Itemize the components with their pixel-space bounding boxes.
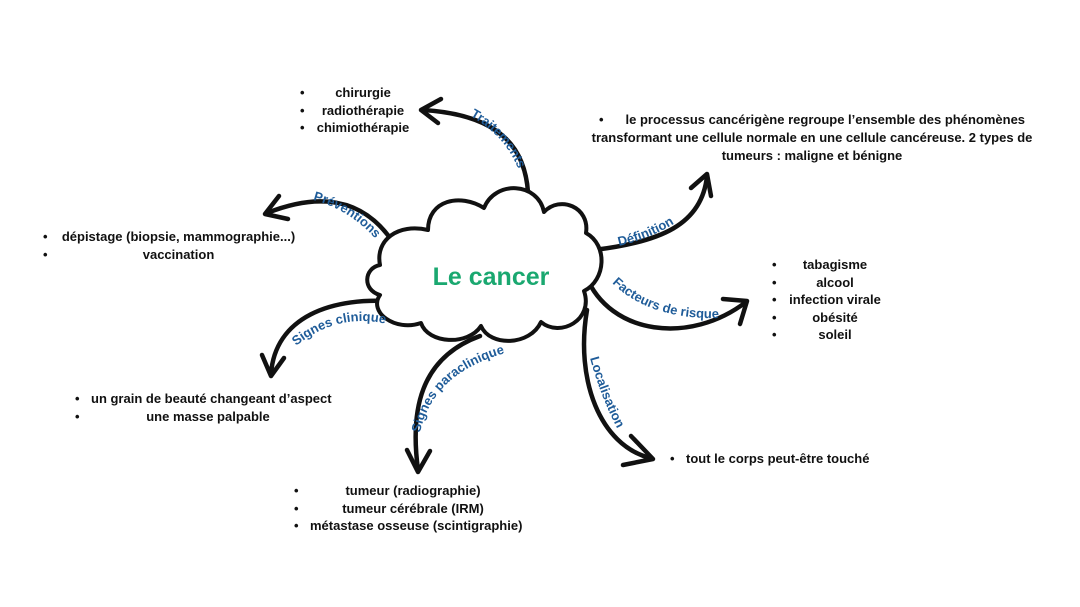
arrow-signes-paracliniques	[413, 333, 483, 473]
arrow-definition	[591, 173, 710, 253]
central-cloud	[365, 186, 604, 343]
arrow-facteurs	[583, 273, 749, 331]
arrow-localisation	[581, 307, 653, 461]
branch-label-preventions: Préventions	[312, 188, 384, 240]
arrowhead-signes-cliniques	[259, 352, 287, 379]
arrowhead-preventions	[262, 193, 291, 222]
branch-label-localisation: Localisation	[587, 355, 628, 430]
list-item: dépistage (biopsie, mammographie...)	[43, 228, 298, 246]
list-item: tabagisme	[772, 256, 882, 274]
definition-text-block: •le processus cancérigène regroupe l’ens…	[584, 111, 1040, 165]
list-item: un grain de beauté changeant d’aspect	[75, 390, 332, 408]
list-item: soleil	[772, 326, 882, 344]
traitements-list: chirurgie radiothérapie chimiothérapie	[300, 84, 410, 137]
arrowhead-traitements	[418, 96, 444, 126]
definition-text: le processus cancérigène regroupe l’ense…	[591, 112, 1033, 163]
list-item: vaccination	[43, 246, 298, 264]
list-item: radiothérapie	[300, 102, 410, 120]
list-item: alcool	[772, 274, 882, 292]
facteurs-list: tabagisme alcool infection virale obésit…	[772, 256, 882, 344]
list-item: une masse palpable	[75, 408, 325, 426]
branch-label-traitements: Traitements	[469, 106, 530, 170]
signes-paracliniques-list: tumeur (radiographie) tumeur cérébrale (…	[294, 482, 522, 535]
list-item: tout le corps peut-être touché	[670, 450, 869, 468]
branch-label-definition: Définition	[616, 213, 676, 249]
list-item: infection virale	[772, 291, 882, 309]
bullet: •	[598, 112, 604, 127]
arrowhead-definition	[688, 171, 714, 199]
list-item: métastase osseuse (scintigraphie)	[294, 517, 522, 535]
list-item: tumeur cérébrale (IRM)	[294, 500, 516, 518]
signes-cliniques-list: un grain de beauté changeant d’aspect un…	[75, 390, 332, 426]
arrowhead-signes-paracliniques	[404, 447, 433, 475]
branch-label-signes-cliniques: Signes cliniques	[0, 0, 388, 348]
arrow-traitements	[420, 107, 531, 195]
list-item: tumeur (radiographie)	[294, 482, 516, 500]
preventions-list: dépistage (biopsie, mammographie...) vac…	[43, 228, 298, 263]
list-item: obésité	[772, 309, 882, 327]
arrowhead-facteurs	[720, 296, 750, 327]
list-item: chimiothérapie	[300, 119, 410, 137]
localisation-list: tout le corps peut-être touché	[670, 450, 869, 468]
arrowhead-localisation	[620, 433, 656, 468]
center-title: Le cancer	[433, 263, 550, 291]
list-item: chirurgie	[300, 84, 410, 102]
